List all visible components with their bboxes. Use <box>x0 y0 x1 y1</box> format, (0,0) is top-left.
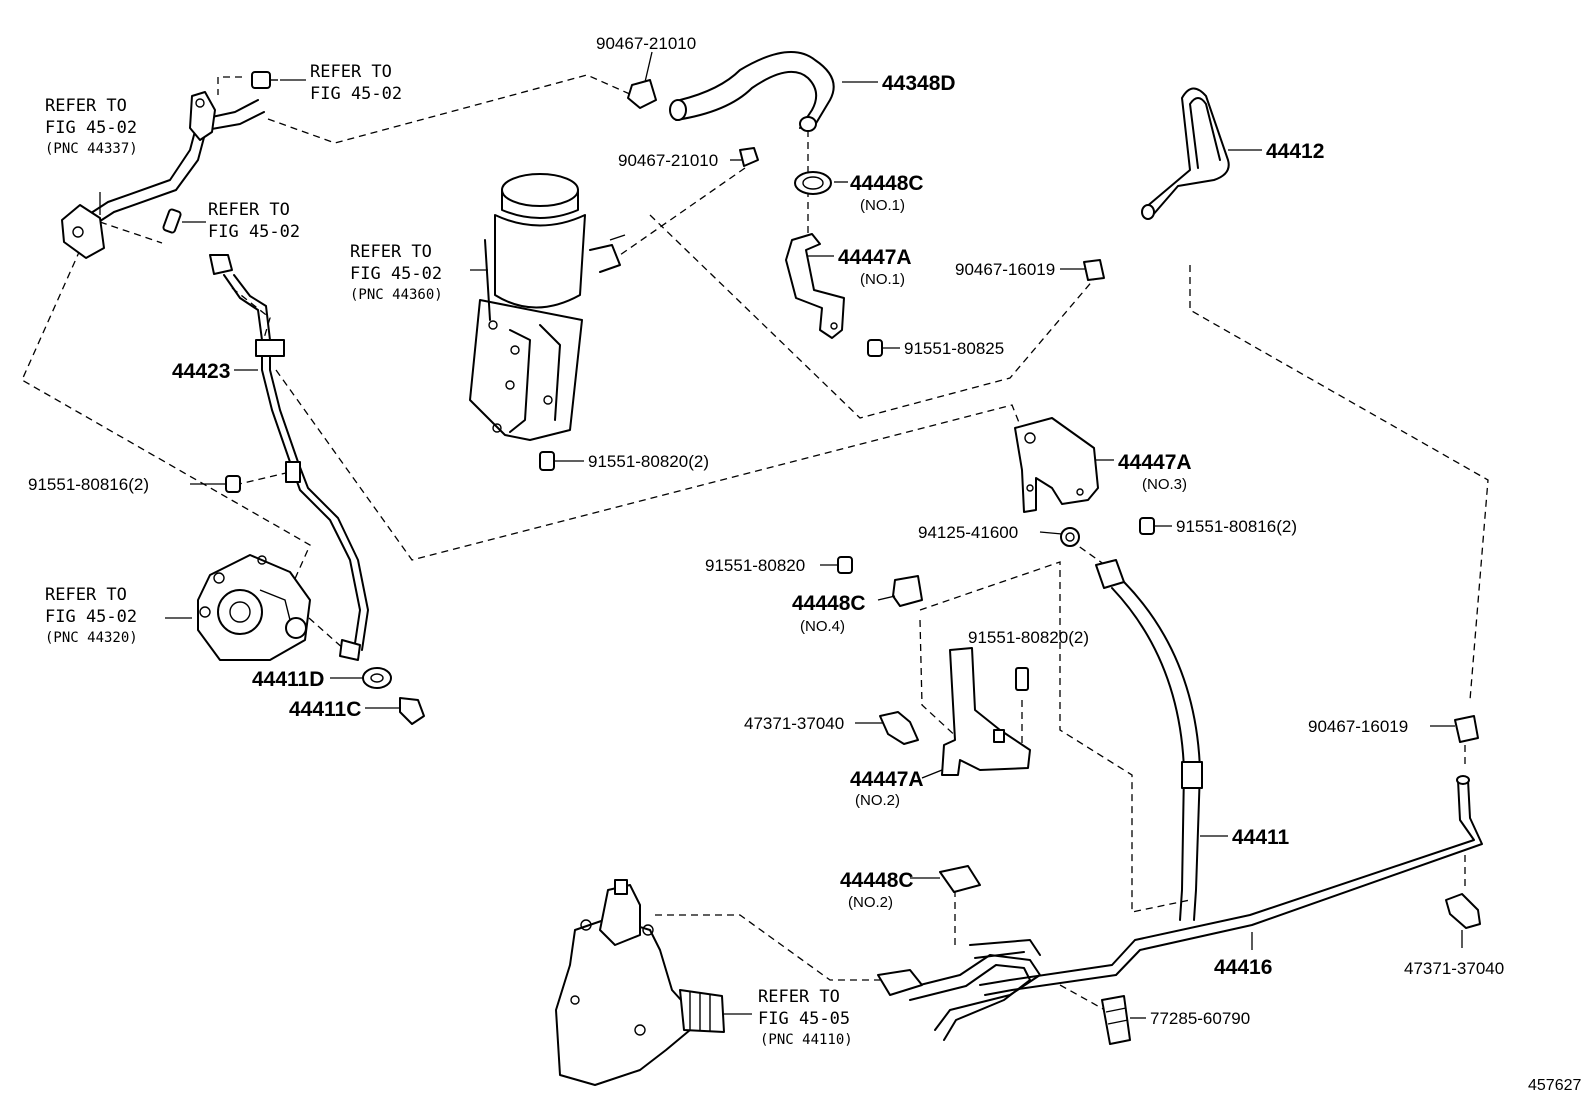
part-label-p24: 44448C <box>840 869 914 892</box>
ref-inlet: REFER TO FIG 45-02 (PNC 44337) <box>45 96 138 157</box>
part-label-p7: 90467-16019 <box>955 260 1055 279</box>
clamp-47371-left-shape <box>879 711 919 745</box>
part-note-p24: (NO.2) <box>848 894 893 911</box>
part-label-p23: 44411 <box>1232 826 1290 849</box>
pressure-hose-shape <box>1095 559 1203 921</box>
part-label-p17: 91551-80820(2) <box>968 628 1089 647</box>
clamp-no2-shape <box>939 865 981 893</box>
ref-gear: REFER TO FIG 45-05 (PNC 44110) <box>758 987 853 1048</box>
bracket-no1-shape <box>785 233 883 357</box>
part-label-p8: 91551-80825 <box>904 339 1004 358</box>
clamp-no4-shape <box>837 556 923 607</box>
ref-pnc: (PNC 44110) <box>760 1032 853 1048</box>
part-label-p5: 44447A <box>838 246 912 269</box>
part-note-p16: (NO.4) <box>800 618 845 635</box>
part-label-p10: 91551-80820(2) <box>588 452 709 471</box>
part-label-p12: 44447A <box>1118 451 1192 474</box>
part-label-p3: 90467-21010 <box>618 151 718 170</box>
ref-reservoir: REFER TO FIG 45-02 (PNC 44360) <box>350 242 443 303</box>
part-label-p25: 44416 <box>1214 956 1272 979</box>
leader-lines <box>99 51 1463 1019</box>
part-label-p15: 91551-80820 <box>705 556 805 575</box>
bolt-shape-top <box>251 71 278 89</box>
part-label-p19: 44411C <box>289 698 361 721</box>
ref-label-line1: REFER TO <box>45 585 127 605</box>
return-hose-shape <box>669 51 835 132</box>
part-label-p22: 90467-16019 <box>1308 717 1408 736</box>
part-note-p5: (NO.1) <box>860 271 905 288</box>
ref-label-line1: REFER TO <box>45 96 127 116</box>
part-label-p14: 91551-80816(2) <box>1176 517 1297 536</box>
part-label-p2: 44348D <box>882 72 956 95</box>
part-label-p18: 44411D <box>252 668 324 691</box>
bolt-shape-small <box>162 208 182 234</box>
ref-label-line1: REFER TO <box>208 200 290 220</box>
ref-pnc: (PNC 44360) <box>350 287 443 303</box>
ref-label-line1: REFER TO <box>310 62 392 82</box>
ref-label-line2: FIG 45-02 <box>45 607 137 627</box>
steering-gear-shape <box>555 879 725 1086</box>
ref-bolt: REFER TO FIG 45-02 <box>208 200 300 242</box>
hose-clip-shapes <box>627 79 1105 281</box>
bracket-no3-shape <box>1014 417 1155 547</box>
part-label-p4: 44448C <box>850 172 924 195</box>
reservoir-shape <box>469 173 626 441</box>
ref-label-line1: REFER TO <box>758 987 840 1007</box>
ref-label-line2: FIG 45-02 <box>208 222 300 242</box>
ref-label-line2: FIG 45-02 <box>45 118 137 138</box>
part-note-p21: (NO.2) <box>855 792 900 809</box>
ref-label-line1: REFER TO <box>350 242 432 262</box>
ref-label-line2: FIG 45-05 <box>758 1009 850 1029</box>
part-label-p13: 94125-41600 <box>918 523 1018 542</box>
pipe-44412-shape <box>1141 87 1230 220</box>
pump-shape <box>197 554 311 661</box>
part-label-p16: 44448C <box>792 592 866 615</box>
part-note-p4: (NO.1) <box>860 197 905 214</box>
union-gasket-shape <box>362 667 392 689</box>
union-bolt-shape <box>399 697 425 725</box>
figure-id: 457627 <box>1528 1077 1581 1094</box>
return-tube-shape <box>979 715 1483 996</box>
clamp-77285-shape <box>1101 995 1131 1045</box>
inlet-pipe-shape <box>61 91 265 259</box>
ref-label-line2: FIG 45-02 <box>350 264 442 284</box>
part-label-p9: 44423 <box>172 360 230 383</box>
ref-label-line2: FIG 45-02 <box>310 84 402 104</box>
part-label-p1: 90467-21010 <box>596 34 696 53</box>
bracket-no2-shape <box>941 647 1031 776</box>
pressure-tube-shape <box>209 254 369 661</box>
part-label-p6: 44412 <box>1266 140 1324 163</box>
ref-pump: REFER TO FIG 45-02 (PNC 44320) <box>45 585 138 646</box>
reservoir-bolt-shape <box>539 451 555 471</box>
part-label-p27: 77285-60790 <box>1150 1009 1250 1028</box>
tube-bundle-shape <box>877 939 1041 1041</box>
part-label-p11: 91551-80816(2) <box>28 475 149 494</box>
ref-pnc: (PNC 44320) <box>45 630 138 646</box>
pump-bolt-shape <box>225 475 241 493</box>
ref-pnc: (PNC 44337) <box>45 141 138 157</box>
part-label-p20: 47371-37040 <box>744 714 844 733</box>
ref-top-clip: REFER TO FIG 45-02 <box>310 62 402 104</box>
clamp-47371-right-shape <box>1445 893 1481 929</box>
part-note-p12: (NO.3) <box>1142 476 1187 493</box>
part-label-p26: 47371-37040 <box>1404 959 1504 978</box>
part-label-p21: 44447A <box>850 768 924 791</box>
